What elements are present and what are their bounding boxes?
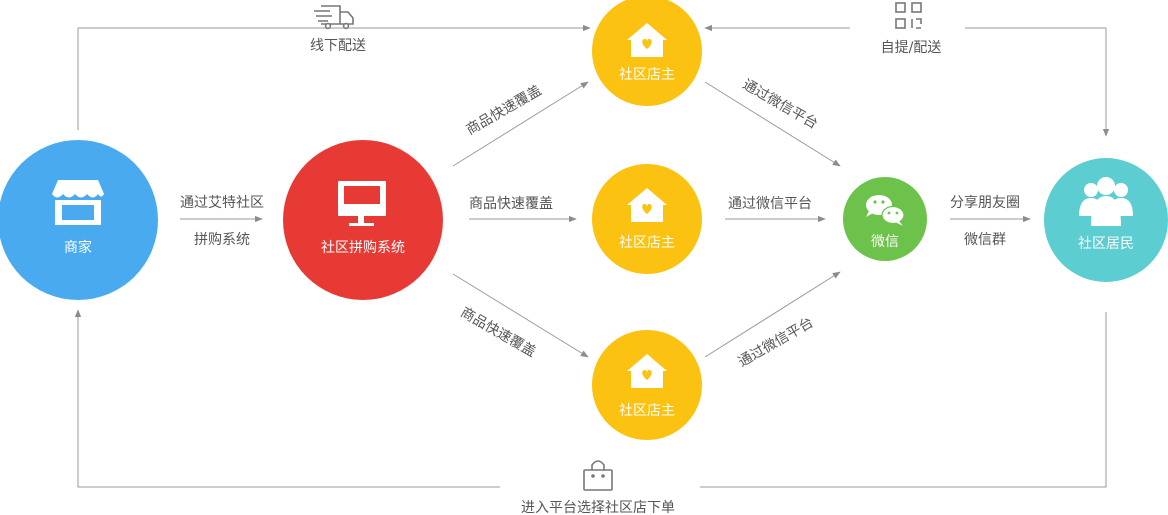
owner-top-label: 社区店主: [619, 67, 675, 83]
wechat-mid-label: 通过微信平台: [728, 196, 812, 212]
owner-mid-label: 社区店主: [619, 235, 675, 251]
merchant-system-label-2: 拼购系统: [194, 232, 250, 248]
qr-code-icon: [895, 2, 922, 29]
residents-node: 社区居民: [1044, 158, 1168, 282]
cover-top-label: 商品快速覆盖: [464, 83, 545, 139]
storefront-icon: [52, 180, 104, 225]
wechat-label: 微信: [871, 234, 899, 250]
share-label-1: 分享朋友圈: [950, 194, 1020, 211]
bottom-return-line-right: [700, 312, 1107, 488]
wechat-node: 微信: [843, 177, 927, 261]
wechat-top-label: 通过微信平台: [740, 77, 821, 133]
house-heart-icon: [627, 23, 667, 57]
people-icon: [1079, 177, 1133, 226]
house-heart-icon: [627, 188, 667, 222]
system-to-owner-bot-line: [452, 273, 589, 358]
edge-labels: 线下配送 自提/配送 通过艾特社区 拼购系统 商品快速覆盖 商品快速覆盖 商品快…: [180, 38, 1020, 515]
monitor-icon: [338, 181, 386, 226]
system-to-owner-top-line: [452, 81, 589, 167]
owner-top-to-wechat-line: [704, 81, 841, 167]
wechat-bot-label: 通过微信平台: [736, 315, 817, 371]
owner-top-node: 社区店主: [592, 0, 702, 106]
owner-bot-node: 社区店主: [592, 330, 702, 440]
owner-mid-node: 社区店主: [592, 164, 702, 274]
bottom-return-label: 进入平台选择社区店下单: [521, 500, 675, 515]
wechat-icon: [866, 195, 905, 226]
pickup-line-right: [965, 27, 1110, 137]
residents-label: 社区居民: [1078, 236, 1134, 252]
truck-icon: [314, 5, 354, 30]
owner-bot-label: 社区店主: [619, 403, 675, 419]
bottom-return-line-left: [74, 309, 500, 488]
shopping-bag-icon: [583, 460, 613, 491]
cover-bot-label: 商品快速覆盖: [458, 305, 539, 361]
share-label-2: 微信群: [964, 232, 1006, 248]
house-heart-icon: [627, 354, 667, 388]
self-pickup-label: 自提/配送: [881, 40, 942, 56]
cover-mid-label: 商品快速覆盖: [469, 196, 553, 212]
merchant-node: 商家: [0, 140, 158, 300]
offline-delivery-label: 线下配送: [310, 38, 366, 54]
connectors: [74, 24, 1110, 488]
offline-delivery-line: [77, 24, 591, 130]
merchant-system-label-1: 通过艾特社区: [180, 195, 264, 211]
system-node: 社区拼购系统: [283, 140, 443, 300]
owner-bot-to-wechat-line: [704, 271, 841, 358]
system-label: 社区拼购系统: [321, 240, 405, 256]
merchant-label: 商家: [64, 239, 92, 256]
